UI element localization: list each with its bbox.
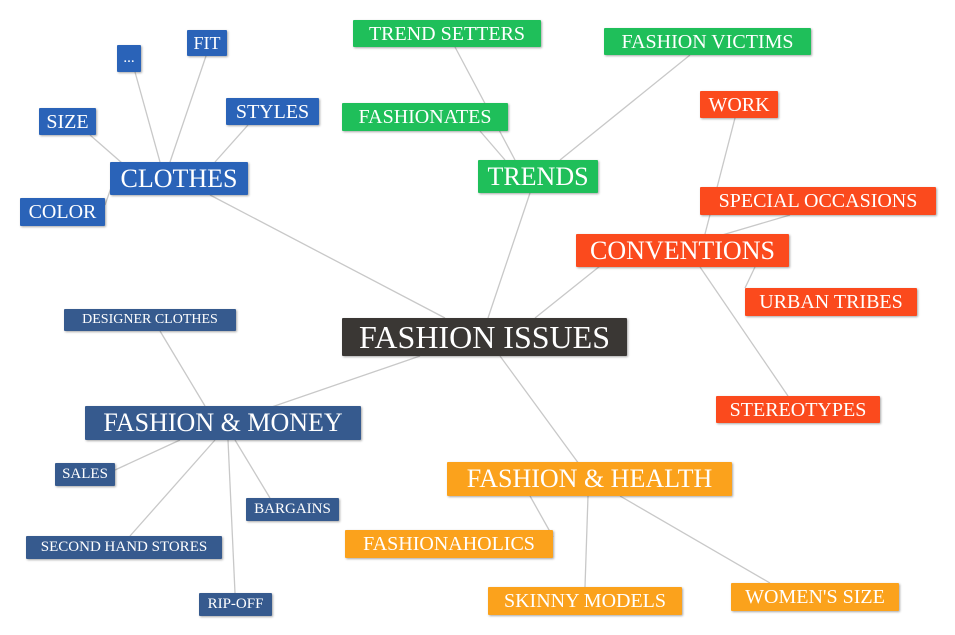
node-conventions[interactable]: CONVENTIONS — [576, 234, 789, 267]
connector-work — [704, 117, 736, 235]
node-fashionates[interactable]: FASHIONATES — [342, 103, 508, 131]
node-styles[interactable]: STYLES — [226, 98, 319, 125]
connector-health — [499, 355, 591, 480]
connector-womens-size — [619, 495, 771, 584]
node-clothes[interactable]: CLOTHES — [110, 162, 248, 195]
connector-rip-off — [227, 439, 236, 594]
node-fashionaholics[interactable]: FASHIONAHOLICS — [345, 530, 553, 558]
node-color[interactable]: COLOR — [20, 198, 105, 226]
node-trends[interactable]: TRENDS — [478, 160, 598, 193]
node-money[interactable]: FASHION & MONEY — [85, 406, 361, 440]
node-ellipsis[interactable]: ... — [117, 45, 141, 72]
connector-styles — [214, 124, 249, 163]
node-fit[interactable]: FIT — [187, 30, 227, 56]
connector-conventions — [534, 265, 601, 319]
connector-fit — [169, 55, 207, 163]
connector-bargains — [234, 439, 271, 499]
connector-urban-tribes — [744, 266, 756, 289]
node-second-hand-stores[interactable]: SECOND HAND STORES — [26, 536, 222, 559]
node-size[interactable]: SIZE — [39, 108, 96, 135]
connector-trends — [487, 192, 531, 319]
node-root[interactable]: FASHION ISSUES — [342, 318, 627, 356]
connector-ellipsis — [134, 71, 161, 163]
node-stereotypes[interactable]: STEREOTYPES — [716, 396, 880, 423]
node-designer-clothes[interactable]: DESIGNER CLOTHES — [64, 309, 236, 331]
node-fashion-victims[interactable]: FASHION VICTIMS — [604, 28, 811, 55]
connector-clothes — [209, 194, 446, 319]
node-health[interactable]: FASHION & HEALTH — [447, 462, 732, 496]
connector-fashionates — [479, 130, 506, 161]
node-sales[interactable]: SALES — [55, 463, 115, 486]
node-urban-tribes[interactable]: URBAN TRIBES — [745, 288, 917, 316]
node-trend-setters[interactable]: TREND SETTERS — [353, 20, 541, 47]
connector-fashion-victims — [559, 54, 691, 161]
connector-second-hand-stores — [129, 439, 216, 537]
node-skinny-models[interactable]: SKINNY MODELS — [488, 587, 682, 615]
node-work[interactable]: WORK — [700, 91, 778, 118]
connector-designer-clothes — [159, 330, 206, 407]
connector-sales — [114, 439, 181, 471]
node-special-occasions[interactable]: SPECIAL OCCASIONS — [700, 187, 936, 215]
node-rip-off[interactable]: RIP-OFF — [199, 593, 272, 616]
connector-skinny-models — [584, 495, 589, 588]
connector-stereotypes — [699, 266, 789, 397]
node-womens-size[interactable]: WOMEN'S SIZE — [731, 583, 899, 611]
node-bargains[interactable]: BARGAINS — [246, 498, 339, 521]
